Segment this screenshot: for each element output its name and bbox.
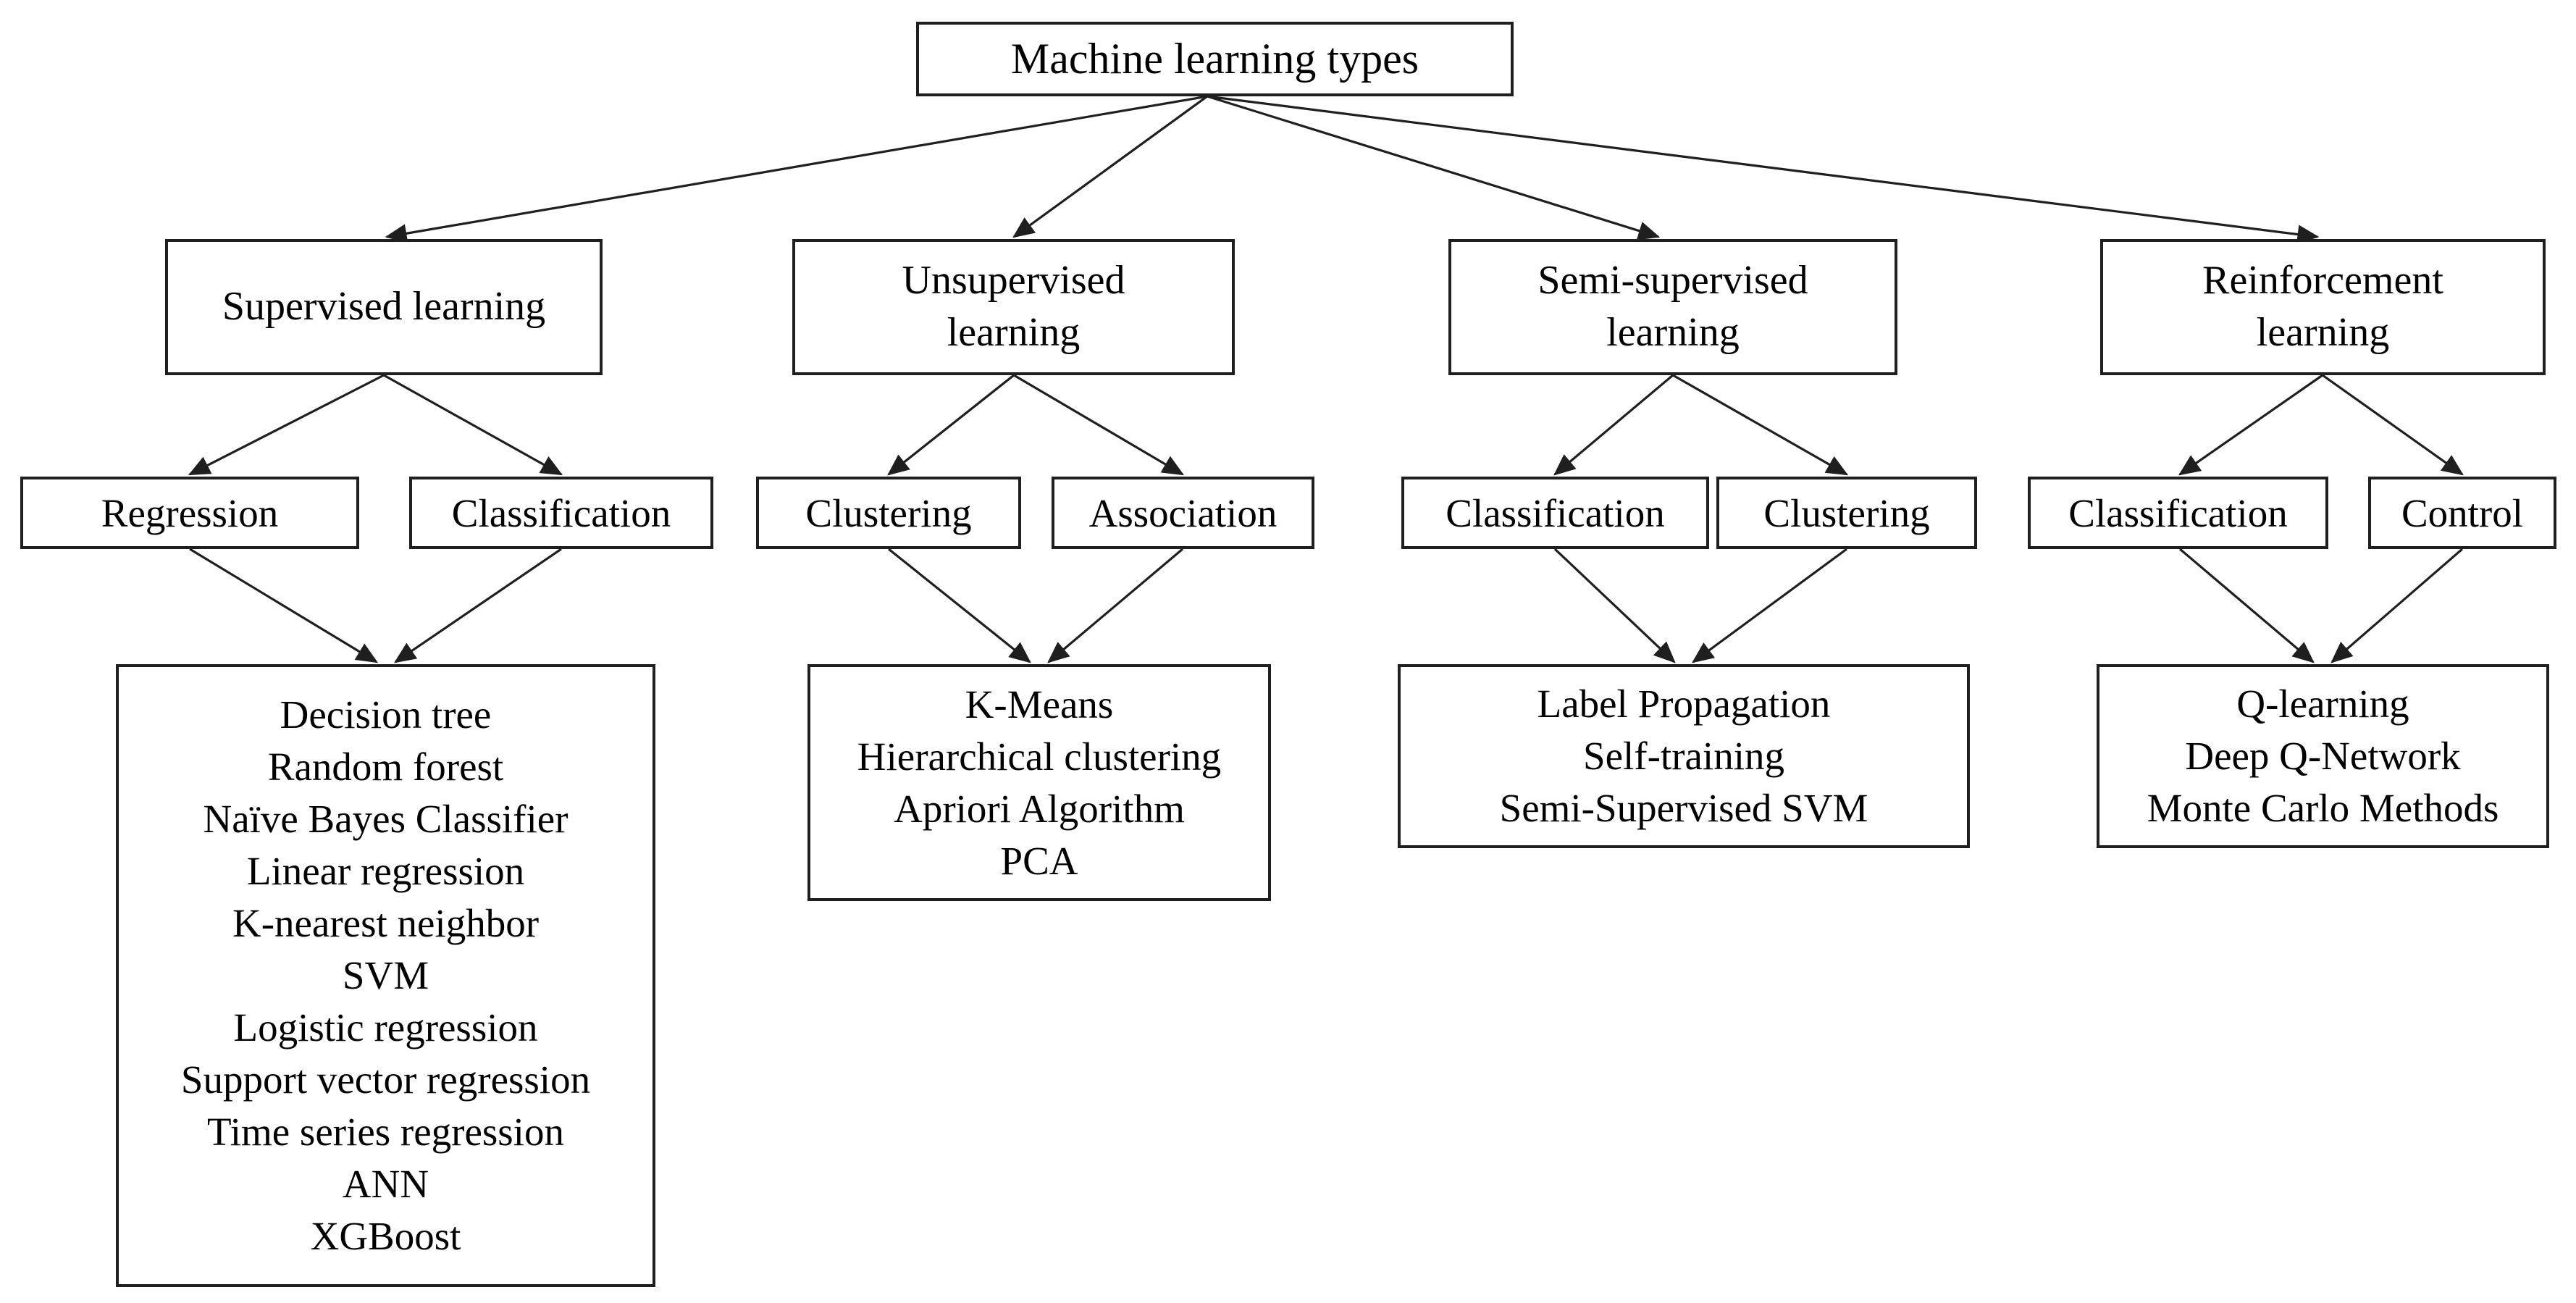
arrow-classification-to-semi-supervised-algorithms [1553,548,1676,663]
node-label: Reinforcement learning [2202,258,2443,355]
node-semi-supervised-clustering: Clustering [1716,477,1977,549]
algorithm-item: Random forest [267,745,504,789]
algorithm-item: Q-learning [2236,682,2409,726]
arrow-semi-supervised-to-clustering [1672,374,1849,476]
node-label: Association [1088,490,1277,535]
arrow-clustering-to-semi-supervised-algorithms [1692,548,1847,663]
node-reinforcement-classification: Classification [2028,477,2328,549]
arrow-root-to-semi-supervised [1207,95,1661,240]
node-label: Machine learning types [1010,35,1419,83]
arrow-reinforcement-to-classification [2178,374,2323,476]
algorithm-item: Logistic regression [233,1005,538,1049]
node-supervised-learning: Supervised learning [165,239,603,375]
arrow-supervised-to-classification [383,374,563,476]
node-semi-supervised-classification: Classification [1401,477,1709,549]
algorithm-item: Time series regression [207,1110,564,1154]
arrow-reinforcement-to-control [2322,374,2464,476]
arrow-root-to-supervised [385,95,1208,243]
algorithm-item: Support vector regression [180,1057,591,1102]
algorithm-item: Linear regression [246,849,525,893]
node-supervised-regression: Regression [20,477,359,549]
arrow-unsupervised-to-clustering [887,374,1015,476]
algorithm-item: Decision tree [280,692,492,737]
node-supervised-classification: Classification [409,477,713,549]
node-label: Control [2401,490,2524,535]
node-label: Classification [1446,490,1665,535]
node-label: Regression [101,490,279,535]
arrow-unsupervised-to-association [1013,374,1185,476]
arrow-supervised-to-regression [188,374,385,476]
algorithm-item: ANN [342,1162,429,1206]
algorithm-item: SVM [342,953,429,997]
arrow-root-to-reinforcement [1207,95,2320,244]
node-machine-learning-types: Machine learning types [916,22,1514,96]
algorithm-item: XGBoost [310,1214,461,1258]
arrow-classification-to-reinforcement-algorithms [2178,548,2315,663]
arrow-clustering-to-unsupervised-algorithms [888,548,1031,663]
algorithm-item: Self-training [1583,734,1784,778]
arrow-regression-to-supervised-algorithms [189,548,379,663]
arrow-classification-to-supervised-algorithms [394,548,562,663]
algorithm-item: Monte Carlo Methods [2147,786,2499,830]
algorithm-item: Naïve Bayes Classifier [203,797,569,841]
algorithm-item: Semi-Supervised SVM [1499,786,1868,830]
algorithm-item: Label Propagation [1537,682,1831,726]
algorithm-item: Deep Q-Network [2185,734,2461,778]
algorithm-item: Hierarchical clustering [857,734,1222,779]
node-reinforcement-control: Control [2368,477,2556,549]
node-label: Clustering [1763,490,1930,535]
node-label: Semi-supervised learning [1537,258,1808,355]
node-unsupervised-clustering: Clustering [756,477,1021,549]
arrow-control-to-reinforcement-algorithms [2330,548,2464,663]
node-unsupervised-association: Association [1052,477,1314,549]
node-label: Classification [2068,490,2288,535]
node-label: Unsupervised learning [902,258,1125,355]
node-label: Clustering [805,490,972,535]
node-reinforcement-learning: Reinforcement learning [2100,239,2546,375]
node-semi-supervised-learning: Semi-supervised learning [1448,239,1897,375]
arrow-root-to-unsupervised [1012,95,1208,238]
algorithm-item: Apriori Algorithm [894,786,1185,831]
arrow-semi-supervised-to-classification [1553,374,1674,476]
node-label: Classification [451,490,671,535]
algorithm-item: K-Means [965,682,1114,726]
node-unsupervised-learning: Unsupervised learning [792,239,1235,375]
arrow-association-to-unsupervised-algorithms [1047,548,1184,663]
node-label: Supervised learning [222,284,546,330]
algorithm-item: K-nearest neighbor [232,901,540,945]
algorithm-item: PCA [1000,838,1078,883]
